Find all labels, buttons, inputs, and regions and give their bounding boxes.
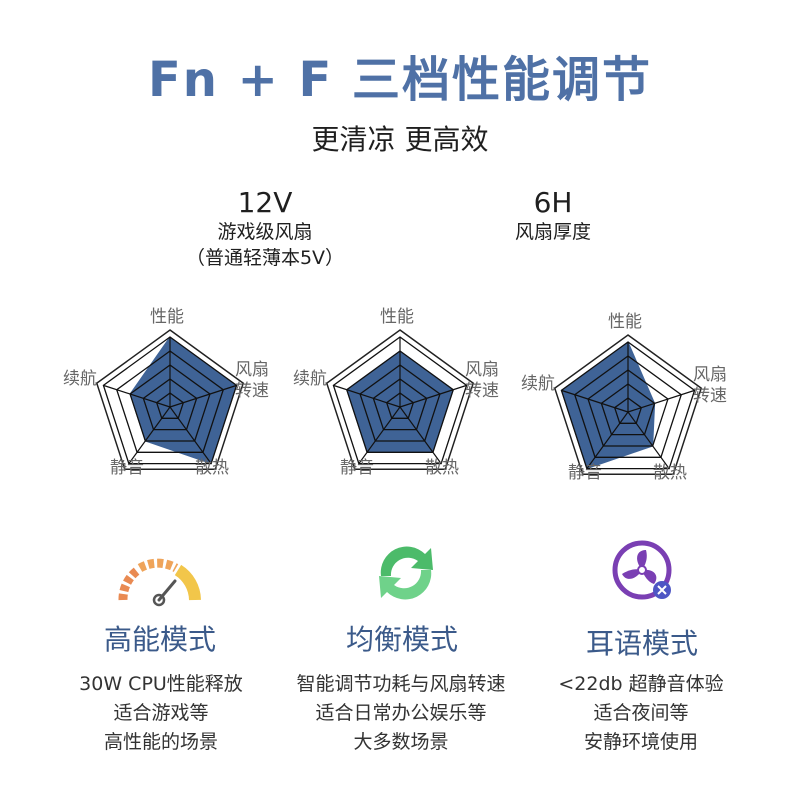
radar-grid-ring <box>345 350 455 453</box>
radar-axis-spoke <box>399 406 442 464</box>
radar-axis-spoke <box>169 384 237 408</box>
radar-axis-spoke <box>627 389 695 413</box>
radar-grid-ring <box>142 378 198 431</box>
radar-grid-ring <box>372 378 428 431</box>
speedometer-icon <box>113 548 203 608</box>
radar-grid-ring <box>613 397 643 424</box>
radar-grid-ring <box>587 369 669 447</box>
radar-grid-ring <box>129 364 211 442</box>
mode-desc-line: 30W CPU性能释放 <box>79 673 243 695</box>
radar-axis-spoke <box>399 384 467 408</box>
mode-desc-line: 适合游戏等 <box>113 702 209 724</box>
eco-cycle-icon <box>373 540 439 606</box>
radar-label-performance: 性能 <box>380 307 414 327</box>
radar-label-silence: 静音 <box>340 458 374 478</box>
radar-grid-ring <box>359 364 441 442</box>
radar-grid-ring <box>573 355 683 458</box>
radar-high-performance: 性能 风扇转速 续航 静音 散热 <box>55 305 285 495</box>
spec-note: （普通轻薄本5V） <box>185 247 345 269</box>
radar-axis-spoke <box>333 384 401 408</box>
mode-desc-high-performance: 30W CPU性能释放 适合游戏等 高性能的场景 <box>26 670 296 757</box>
spec-fan-thickness: 6H 风扇厚度 <box>438 186 668 245</box>
radar-axis-spoke <box>169 406 212 464</box>
radar-grid-ring <box>560 341 696 470</box>
radar-axis-spoke <box>627 411 670 469</box>
radar-axis-spoke <box>358 406 401 464</box>
radar-grid-ring <box>155 392 185 419</box>
mode-desc-balanced: 智能调节功耗与风扇转速 适合日常办公娱乐等 大多数场景 <box>266 670 536 757</box>
radar-quiet: 性能 风扇转速 续航 静音 散热 <box>513 310 743 500</box>
radar-chart <box>325 329 475 471</box>
radar-grid-ring <box>115 350 225 453</box>
radar-label-cooling: 散热 <box>425 458 459 478</box>
radar-axis-spoke <box>586 411 629 469</box>
mode-desc-line: 高性能的场景 <box>103 731 218 753</box>
radar-balanced: 性能 风扇转速 续航 静音 散热 <box>285 305 515 495</box>
page-title: Fn + F 三档性能调节 <box>147 52 653 108</box>
radar-grid-ring <box>600 383 656 436</box>
mode-desc-line: 适合夜间等 <box>593 702 689 724</box>
mode-title-high-performance: 高能模式 <box>103 623 216 656</box>
spec-value: 6H <box>533 186 573 219</box>
page-subtitle: 更清凉 更高效 <box>311 123 489 156</box>
radar-label-fan-speed: 风扇转速 <box>235 360 269 401</box>
radar-grid-ring <box>332 336 468 465</box>
radar-axis-spoke <box>103 384 171 408</box>
spec-value: 12V <box>237 186 293 219</box>
radar-label-silence: 静音 <box>568 463 602 483</box>
radar-chart <box>553 334 703 476</box>
mode-desc-quiet: <22db 超静音体验 适合夜间等 安静环境使用 <box>506 670 776 757</box>
radar-label-battery: 续航 <box>293 369 327 389</box>
radar-label-silence: 静音 <box>110 458 144 478</box>
radar-label-fan-speed: 风扇转速 <box>465 360 499 401</box>
radar-grid-ring <box>385 392 415 419</box>
mode-desc-line: <22db 超静音体验 <box>558 673 724 695</box>
quiet-fan-icon <box>610 538 674 602</box>
radar-label-cooling: 散热 <box>195 458 229 478</box>
mode-title-quiet: 耳语模式 <box>585 627 698 660</box>
mode-desc-line: 智能调节功耗与风扇转速 <box>296 673 506 695</box>
radar-chart <box>95 329 245 471</box>
spec-label: 游戏级风扇 <box>217 221 313 243</box>
mode-title-balanced: 均衡模式 <box>345 623 458 656</box>
mode-desc-line: 大多数场景 <box>353 731 449 753</box>
mode-desc-line: 安静环境使用 <box>583 731 698 753</box>
mode-desc-line: 适合日常办公娱乐等 <box>315 702 487 724</box>
radar-axis-spoke <box>128 406 171 464</box>
radar-axis-spoke <box>561 389 629 413</box>
radar-label-cooling: 散热 <box>653 463 687 483</box>
radar-label-performance: 性能 <box>150 307 184 327</box>
radar-label-fan-speed: 风扇转速 <box>693 365 727 406</box>
spec-fan-voltage: 12V 游戏级风扇 （普通轻薄本5V） <box>150 186 380 271</box>
radar-label-battery: 续航 <box>521 374 555 394</box>
radar-grid-ring <box>102 336 238 465</box>
radar-label-battery: 续航 <box>63 369 97 389</box>
spec-label: 风扇厚度 <box>514 221 591 243</box>
radar-label-performance: 性能 <box>608 312 642 332</box>
